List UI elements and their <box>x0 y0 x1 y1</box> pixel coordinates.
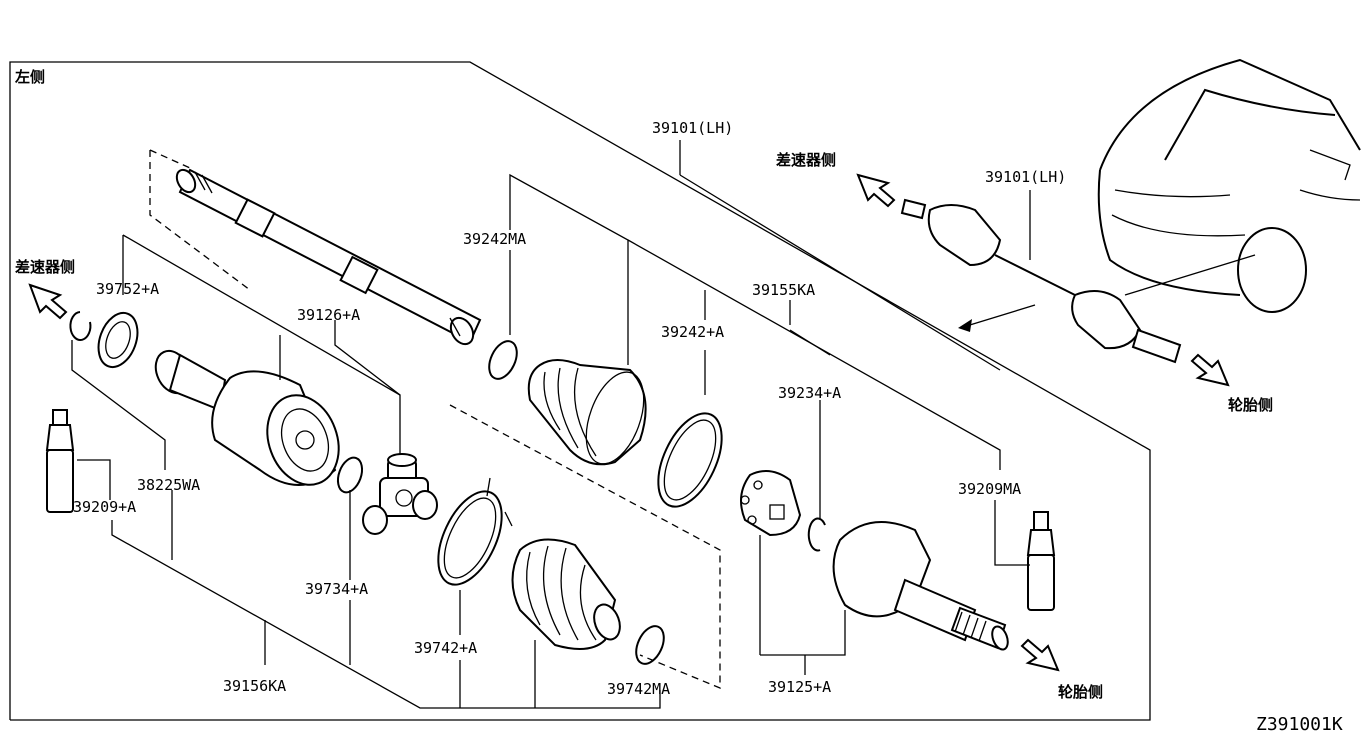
car-overview <box>1097 58 1361 313</box>
label-39101-car: 39101(LH) <box>985 168 1066 186</box>
circlip-39234 <box>807 517 826 552</box>
band-39742 <box>437 490 503 586</box>
band-39742MA <box>635 625 665 665</box>
label-39209MA: 39209MA <box>958 480 1021 498</box>
label-39242MA: 39242MA <box>463 230 526 248</box>
figure-code: Z391001K <box>1256 714 1343 735</box>
arrow-diff-left <box>28 283 68 320</box>
label-wheel-side-small: 轮胎侧 <box>1228 396 1273 414</box>
shaft-dash <box>149 150 251 291</box>
circlip-39734 <box>336 456 364 494</box>
outer-joint <box>832 521 1009 651</box>
label-wheel-side-main: 轮胎侧 <box>1058 683 1103 701</box>
label-39156KA: 39156KA <box>223 677 286 695</box>
band-39242MA <box>488 340 518 380</box>
boot-dash <box>449 404 721 689</box>
seal-39752 <box>97 311 139 369</box>
label-diff-side-right: 差速器侧 <box>776 151 836 169</box>
tripod-joint <box>362 453 438 535</box>
label-diff-side-left: 差速器侧 <box>15 258 75 276</box>
grease-tube-left <box>45 409 75 513</box>
grease-tube-right <box>1026 511 1056 611</box>
arrow-wheel-small <box>1190 353 1230 387</box>
outer-boot <box>527 359 647 466</box>
arrow-diff-right <box>856 173 896 208</box>
section-title: 左侧 <box>14 68 45 86</box>
label-39734A: 39734+A <box>305 580 368 598</box>
label-39155KA: 39155KA <box>752 281 815 299</box>
label-39209A: 39209+A <box>73 498 136 516</box>
arrow-wheel-main <box>1020 638 1060 672</box>
inner-shaft <box>175 168 482 346</box>
label-39752A: 39752+A <box>96 280 159 298</box>
inner-boot <box>511 538 621 650</box>
label-39234A: 39234+A <box>778 384 841 402</box>
label-39742A: 39742+A <box>414 639 477 657</box>
snap-ring-left <box>69 311 92 341</box>
label-38225WA: 38225WA <box>137 476 200 494</box>
leader-lines <box>71 140 1030 709</box>
label-39242A: 39242+A <box>661 323 724 341</box>
outer-cage <box>740 470 802 537</box>
inner-joint-housing <box>154 349 340 486</box>
car-shaft-overview <box>900 190 1256 364</box>
frame-border <box>9 61 1151 721</box>
label-39742MA: 39742MA <box>607 680 670 698</box>
shaft-dash-top <box>149 149 191 169</box>
label-39101-main: 39101(LH) <box>652 119 733 137</box>
band-39242 <box>657 412 723 508</box>
label-39125A: 39125+A <box>768 678 831 696</box>
label-39126A: 39126+A <box>297 306 360 324</box>
